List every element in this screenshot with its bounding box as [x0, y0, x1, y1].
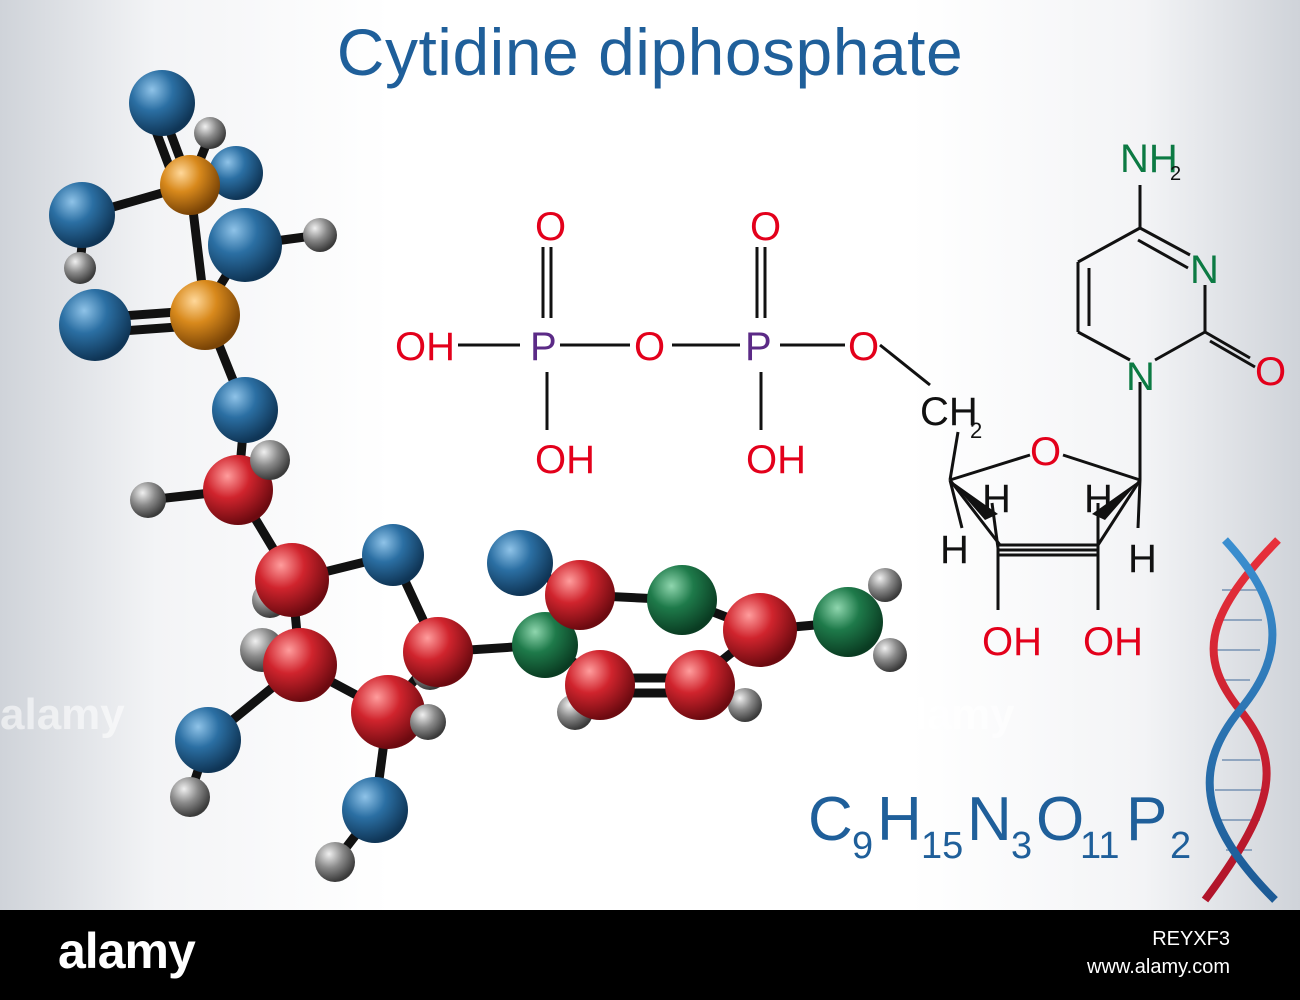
nitrogen-atom: [512, 612, 578, 678]
hydrogen-atom: [868, 568, 902, 602]
carbon-atom: [545, 560, 615, 630]
page-title: Cytidine diphosphate: [336, 15, 964, 89]
oxygen-atom: [362, 524, 424, 586]
dna-helix-icon: [1201, 537, 1281, 903]
hydrogen-atom: [194, 117, 226, 149]
carbon-atom: [723, 593, 797, 667]
formula-subscript: 3: [1011, 825, 1032, 867]
formula-bonds: [458, 185, 1256, 610]
label-oh: OH: [1083, 620, 1143, 664]
nitrogen-atom: [813, 587, 883, 657]
footer-bar: [0, 910, 1300, 1000]
label-hydrogen: H: [940, 528, 969, 572]
formula-atom-labels: OH P O P O O O OH OH CH 2 O H H H H OH O…: [395, 137, 1286, 664]
oxygen-atom: [209, 146, 263, 200]
formula-subscript: 9: [852, 825, 873, 867]
formula-element-symbol: P: [1126, 785, 1167, 854]
label-oxygen: O: [1255, 350, 1286, 394]
label-oxygen: O: [535, 205, 566, 249]
oxygen-atom: [59, 289, 131, 361]
oxygen-atom: [49, 182, 115, 248]
oxygen-atom: [212, 377, 278, 443]
carbon-atom: [263, 628, 337, 702]
formula-element-symbol: H: [877, 785, 922, 854]
label-oxygen: O: [750, 205, 781, 249]
label-ch2: CH: [920, 390, 978, 434]
label-nh2-subscript: 2: [1170, 163, 1181, 185]
hydrogen-atom: [410, 704, 446, 740]
label-phosphorus: P: [745, 325, 772, 369]
phosphorus-atom: [170, 280, 240, 350]
formula-element-symbol: O: [1036, 785, 1084, 854]
label-nitrogen: N: [1190, 248, 1219, 292]
wedge-bond: [950, 480, 998, 520]
formula-element-symbol: N: [967, 785, 1012, 854]
oxygen-atom: [175, 707, 241, 773]
hydrogen-atom: [130, 482, 166, 518]
ball-stick-model: [49, 70, 907, 882]
hydrogen-atom: [303, 218, 337, 252]
label-oh: OH: [535, 438, 595, 482]
label-oh: OH: [746, 438, 806, 482]
carbon-atom: [255, 543, 329, 617]
hydrogen-atom: [64, 252, 96, 284]
hydrogen-atom: [250, 440, 290, 480]
formula-subscript: 11: [1080, 825, 1119, 867]
footer-url: www.alamy.com: [1087, 956, 1230, 978]
label-nitrogen: N: [1126, 355, 1155, 399]
label-oxygen: O: [848, 325, 879, 369]
oxygen-atom: [342, 777, 408, 843]
carbon-atom: [565, 650, 635, 720]
skeletal-formula: OH P O P O O O OH OH CH 2 O H H H H OH O…: [395, 137, 1286, 664]
label-hydrogen: H: [1128, 537, 1157, 581]
formula-element-symbol: C: [808, 785, 853, 854]
hydrogen-atom: [170, 777, 210, 817]
image-id: REYXF3: [1152, 928, 1230, 950]
label-hydrogen: H: [982, 477, 1011, 521]
hydrogen-atom: [873, 638, 907, 672]
carbon-atom: [665, 650, 735, 720]
hydrogen-atom: [315, 842, 355, 882]
carbon-atom: [351, 675, 425, 749]
footer-logo: alamy: [58, 923, 196, 979]
carbon-atom: [403, 617, 473, 687]
formula-subscript: 2: [1170, 825, 1191, 867]
label-oxygen: O: [634, 325, 665, 369]
watermark: alamy: [0, 690, 125, 739]
label-ch2-subscript: 2: [970, 418, 982, 443]
wedge-bond: [1092, 480, 1140, 520]
label-phosphorus: P: [530, 325, 557, 369]
model-atoms: [49, 70, 907, 882]
hydrogen-atom: [728, 688, 762, 722]
phosphorus-atom: [160, 155, 220, 215]
oxygen-atom: [129, 70, 195, 136]
oxygen-atom: [208, 208, 282, 282]
label-hydrogen: H: [1084, 477, 1113, 521]
label-oh: OH: [982, 620, 1042, 664]
illustration: OH P O P O O O OH OH CH 2 O H H H H OH O…: [49, 70, 1286, 903]
nitrogen-atom: [647, 565, 717, 635]
watermark: alamy: [890, 690, 1015, 739]
oxygen-atom: [487, 530, 553, 596]
label-ring-oxygen: O: [1030, 430, 1061, 474]
formula-subscript: 15: [921, 825, 963, 867]
label-nh2: NH: [1120, 137, 1178, 181]
label-oh: OH: [395, 325, 455, 369]
